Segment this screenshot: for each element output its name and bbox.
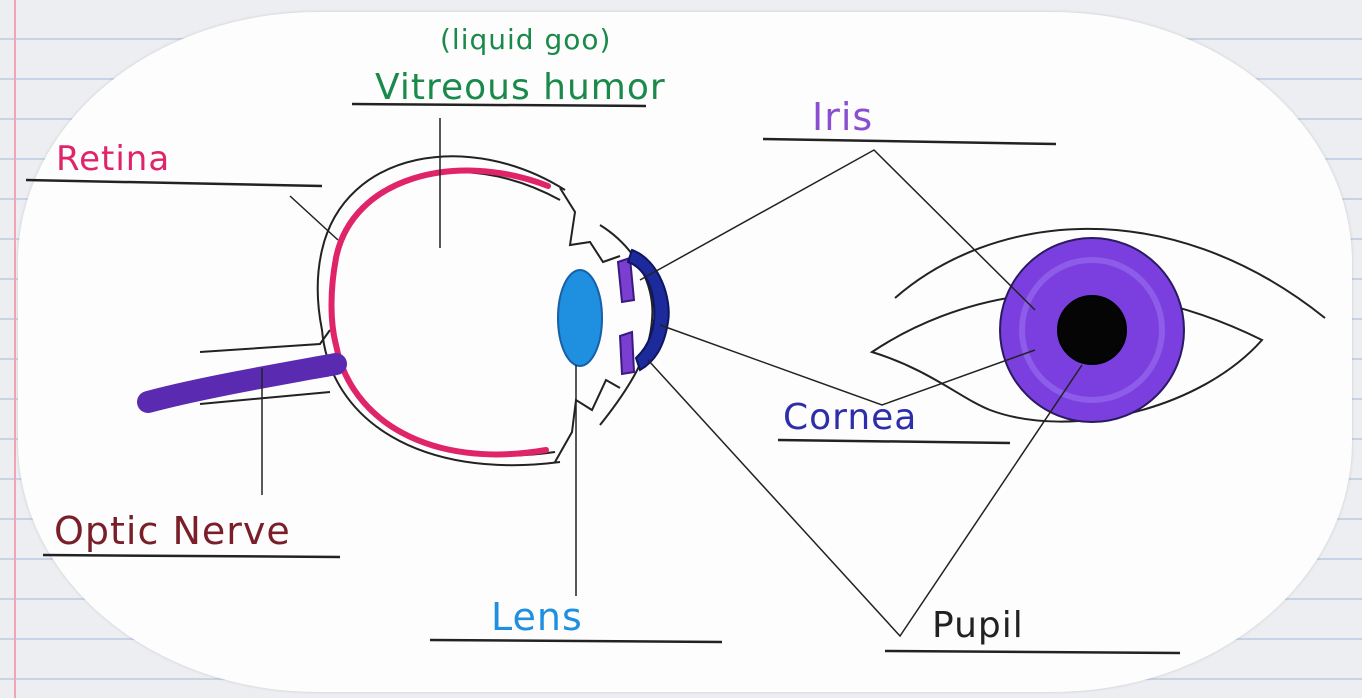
optic-nerve-sheath-top bbox=[200, 330, 330, 352]
leader-lines bbox=[262, 118, 1082, 636]
retina-leader bbox=[290, 196, 338, 240]
optic-nerve-label: Optic Nerve bbox=[54, 512, 291, 550]
pupil-front bbox=[1058, 296, 1126, 364]
retina-label: Retina bbox=[56, 142, 170, 176]
optic-nerve-shape bbox=[148, 364, 336, 402]
lens-underline bbox=[430, 640, 722, 642]
optic-nerve-underline bbox=[43, 555, 340, 557]
cornea-underline bbox=[778, 440, 1010, 443]
cornea-label: Cornea bbox=[783, 400, 917, 436]
lens-shape bbox=[558, 270, 602, 366]
ciliary-body-upper bbox=[560, 188, 620, 262]
iris-leader bbox=[640, 150, 1035, 310]
vitreous-note-label: (liquid goo) bbox=[440, 26, 611, 54]
ciliary-body-lower bbox=[555, 380, 620, 462]
choroid-outline bbox=[331, 172, 560, 456]
retina-underline bbox=[26, 180, 322, 186]
sclera-outline bbox=[318, 156, 565, 465]
pupil-label: Pupil bbox=[932, 608, 1024, 644]
lens-label: Lens bbox=[491, 598, 583, 636]
anterior-outline bbox=[600, 225, 652, 425]
iris-underline bbox=[763, 139, 1056, 144]
iris-label: Iris bbox=[812, 98, 873, 136]
cornea-leader bbox=[660, 325, 1035, 405]
label-underlines bbox=[26, 104, 1180, 653]
iris-side-lower bbox=[620, 332, 634, 374]
vitreous-humor-label: Vitreous humor bbox=[375, 70, 666, 106]
pupil-underline bbox=[885, 651, 1180, 653]
